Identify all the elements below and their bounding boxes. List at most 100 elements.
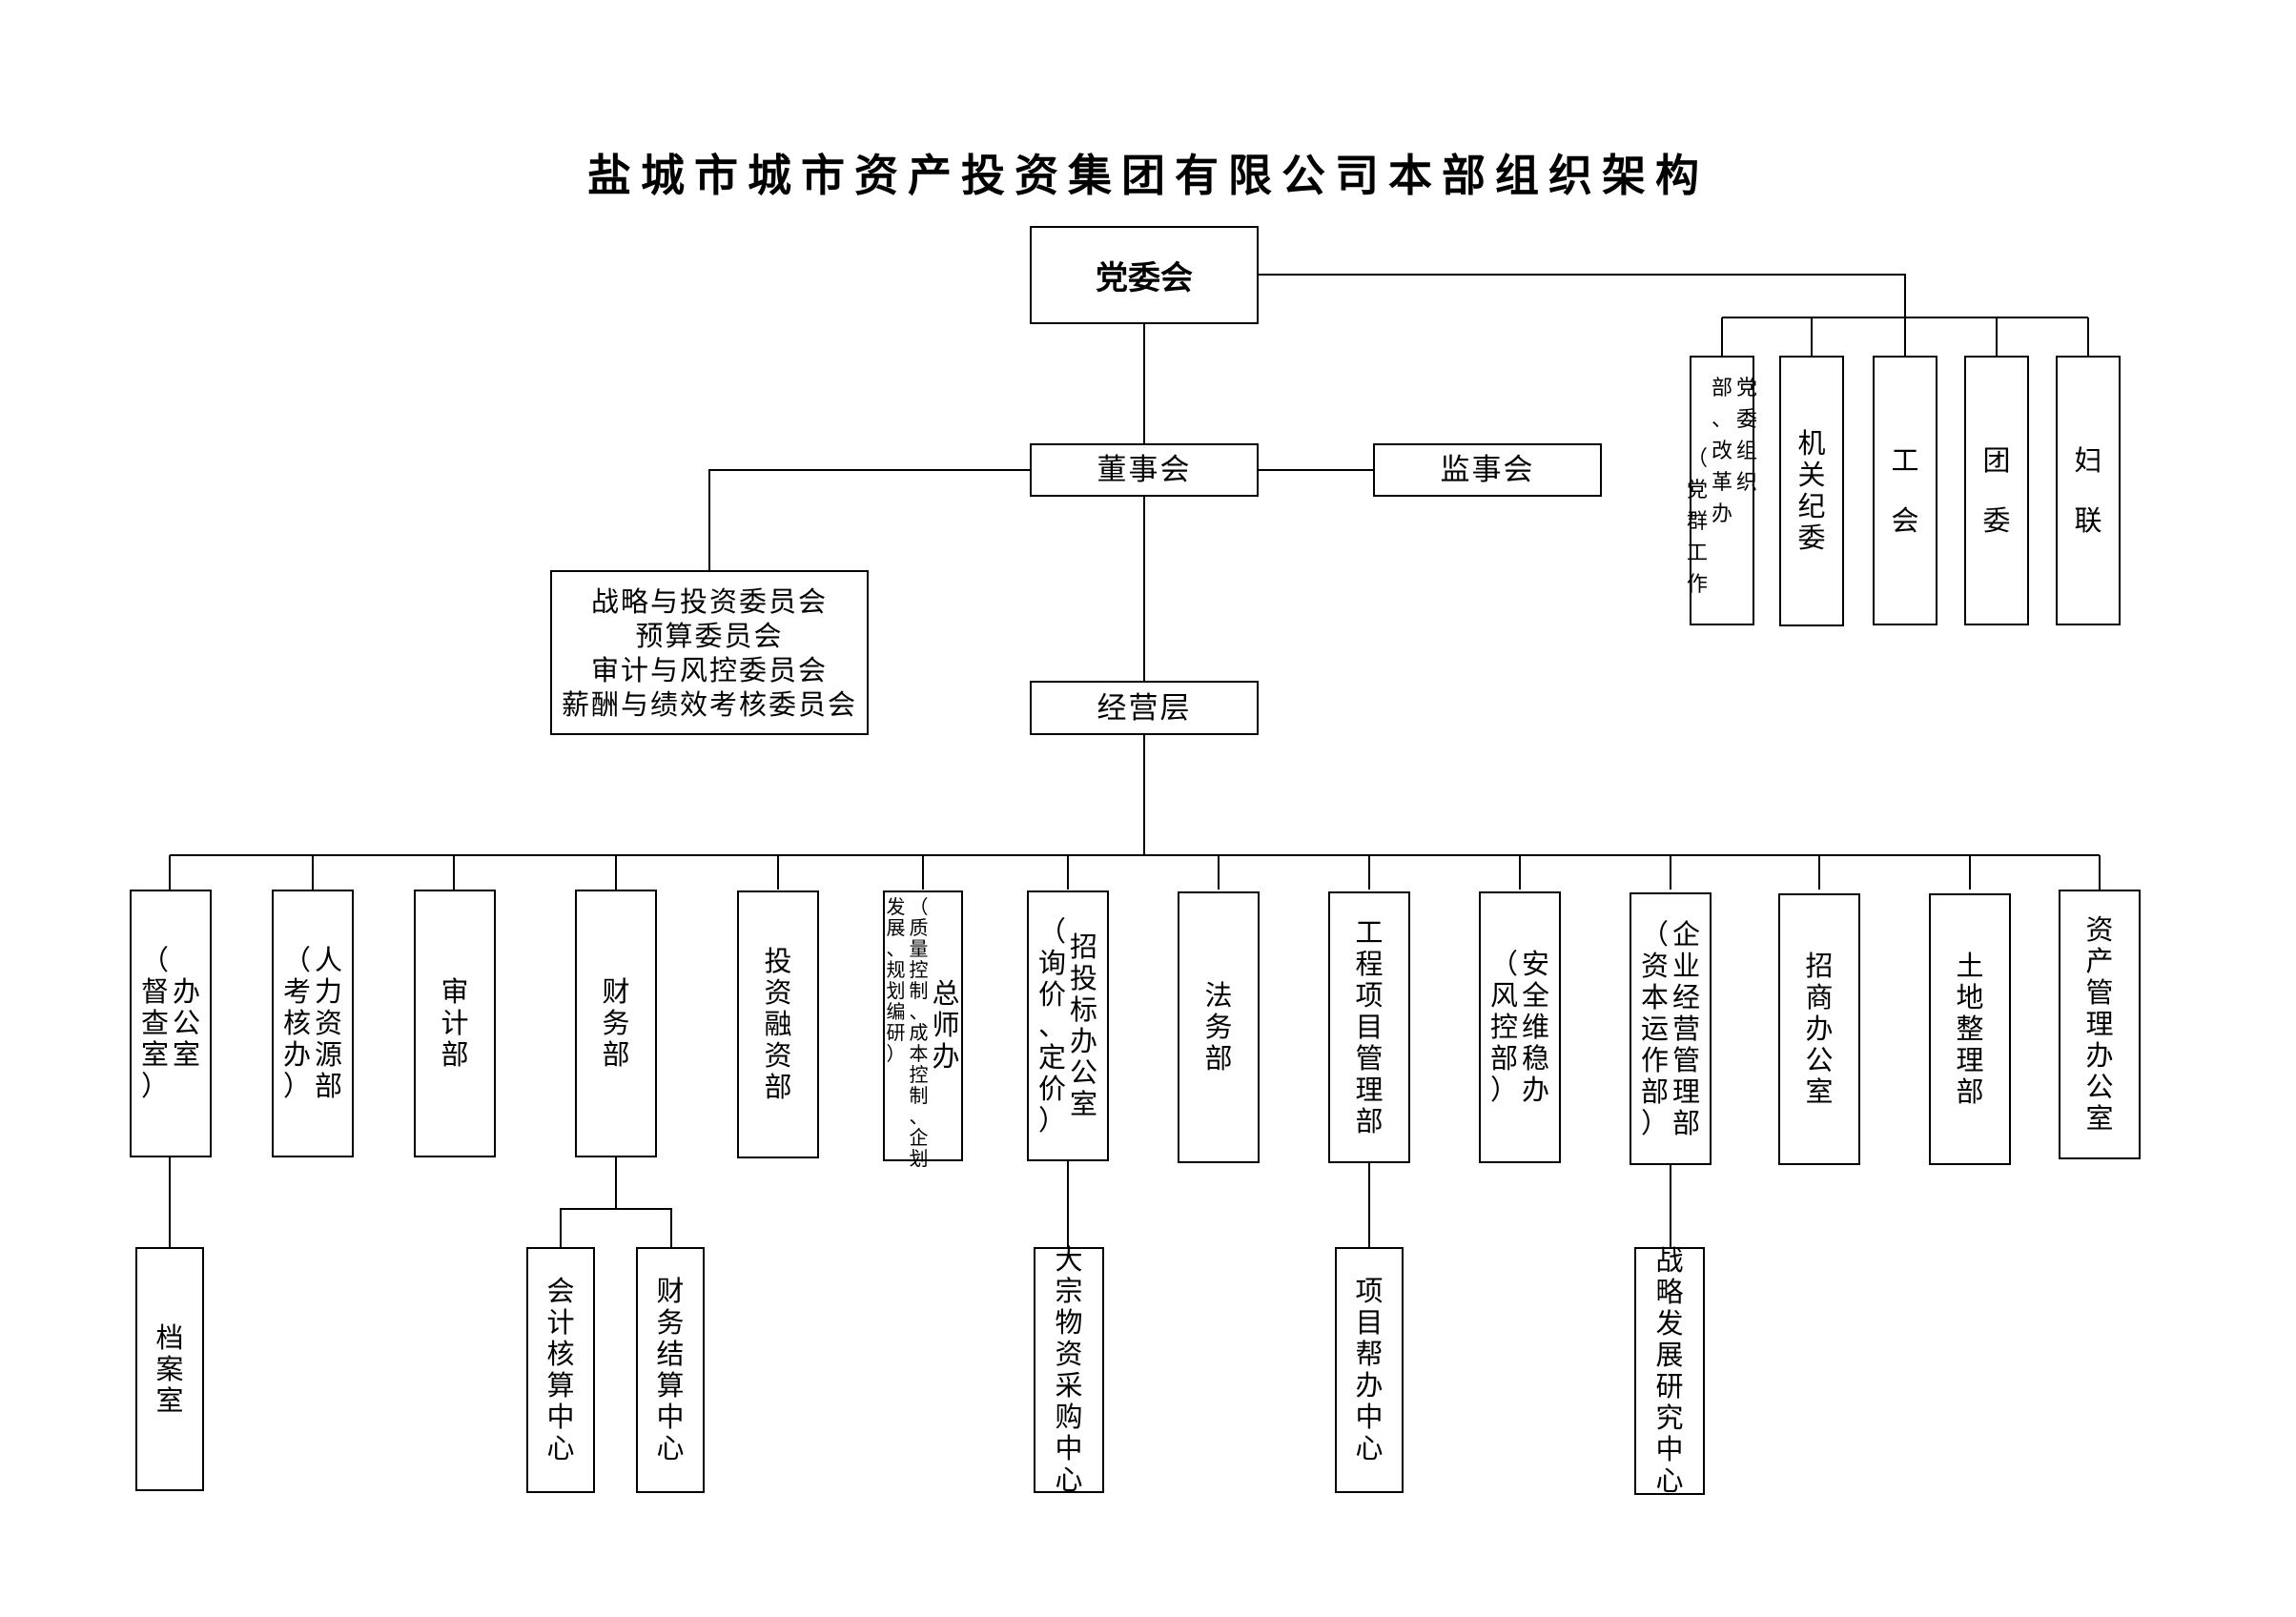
glyph: 办: [2085, 1039, 2114, 1072]
committee-strategy: 战略与投资委员会: [590, 584, 828, 618]
vtext: 发展、规划编研）: [887, 896, 906, 1064]
glyph: 人: [315, 944, 343, 976]
glyph: 土: [1956, 950, 1984, 982]
glyph: 目: [1355, 1306, 1384, 1339]
glyph: （: [909, 895, 929, 918]
glyph: 组: [1736, 440, 1758, 463]
glyph: 业: [1672, 949, 1701, 982]
glyph: 资: [764, 976, 792, 1009]
glyph: 部: [1204, 1042, 1233, 1075]
vtext: 安全维稳办: [1522, 949, 1549, 1106]
glyph: 总: [932, 977, 960, 1010]
glyph: ）: [1640, 1106, 1669, 1139]
glyph: 财: [656, 1275, 685, 1307]
glyph: 项: [1355, 1275, 1384, 1307]
glyph: 研: [1655, 1370, 1684, 1402]
board-box: 董事会: [1030, 443, 1259, 497]
glyph: 心: [1655, 1464, 1684, 1497]
vtext: 投资融资部: [764, 946, 791, 1103]
vtext: （询价、定价）: [1037, 915, 1066, 1136]
glyph: 目: [1355, 1011, 1384, 1043]
vtext: 资产管理办公室: [2085, 914, 2113, 1135]
glyph: 核: [282, 1007, 311, 1039]
glyph: 、: [909, 1105, 929, 1128]
vtext: 会计核算中心: [546, 1276, 574, 1464]
dept-office: 办公室 （督查室）: [130, 890, 212, 1157]
vtext: 党委组织: [1736, 373, 1757, 499]
glyph: 展: [886, 916, 906, 939]
glyph: 党: [1736, 377, 1758, 400]
glyph: 物: [1055, 1306, 1083, 1339]
glyph: 务: [602, 1007, 630, 1039]
dept-engineering: 工程项目管理部: [1328, 891, 1410, 1163]
glyph: 程: [1355, 948, 1384, 980]
glyph: 纪: [1797, 490, 1826, 522]
vtext: 工会: [1891, 444, 1919, 537]
glyph: 企: [1672, 917, 1701, 951]
dept-asset-management: 资产管理办公室: [2059, 890, 2141, 1159]
glyph: 价: [1037, 977, 1066, 1011]
glyph: 中: [1355, 1401, 1384, 1433]
committees-box: 战略与投资委员会 预算委员会 审计与风控委员会 薪酬与绩效考核委员会: [550, 570, 869, 735]
vtext: 招投标办公室: [1070, 931, 1097, 1120]
glyph: 委: [1797, 522, 1826, 554]
glyph: 会: [1891, 503, 1919, 537]
glyph: 心: [1055, 1463, 1083, 1496]
vtext: 大宗物资采购中心: [1055, 1244, 1082, 1496]
glyph: 机: [1797, 427, 1826, 460]
glyph: 办: [1805, 1013, 1834, 1045]
glyph: 究: [1655, 1402, 1684, 1434]
glyph: 中: [1055, 1432, 1083, 1464]
glyph: 控: [909, 958, 929, 981]
glyph: 质: [909, 916, 929, 939]
glyph: 部: [1956, 1075, 1984, 1108]
vtext: （党群工作: [1687, 443, 1708, 601]
glyph: 联: [2074, 503, 2102, 537]
supervisors-label: 监事会: [1440, 453, 1535, 487]
dept-investment-finance: 投资融资部: [737, 890, 819, 1158]
glyph: 定: [1037, 1040, 1066, 1074]
glyph: 革: [1712, 471, 1733, 495]
glyph: 部: [1640, 1075, 1669, 1108]
glyph: 招: [1070, 931, 1098, 963]
glyph: 工: [1686, 542, 1708, 565]
dept-hr: 人力资源部 （考核办）: [272, 890, 354, 1157]
glyph: 办: [173, 975, 201, 1008]
glyph: 商: [1805, 981, 1834, 1013]
glyph: 中: [656, 1401, 685, 1433]
vtext: 财务结算中心: [656, 1276, 684, 1464]
glyph: 部: [1672, 1106, 1701, 1139]
glyph: 宗: [1055, 1275, 1083, 1307]
vtext: 企业经营管理部: [1672, 917, 1701, 1139]
glyph: 作: [1640, 1043, 1669, 1076]
glyph: ）: [140, 1070, 169, 1102]
glyph: ）: [886, 1042, 906, 1065]
glyph: 控: [909, 1063, 929, 1086]
glyph: 本: [909, 1042, 929, 1065]
glyph: 心: [656, 1432, 685, 1464]
glyph: 整: [1956, 1013, 1984, 1045]
dept-land-consolidation: 土地整理部: [1929, 893, 2011, 1165]
glyph: 产: [2085, 945, 2114, 977]
sub-procurement-center: 大宗物资采购中心: [1034, 1244, 1104, 1496]
glyph: 投: [764, 945, 792, 977]
dept-investment-promotion: 招商办公室: [1778, 893, 1860, 1165]
glyph: 理: [1672, 1075, 1701, 1108]
glyph: 大: [1055, 1243, 1083, 1276]
glyph: 部: [315, 1070, 343, 1102]
glyph: 制: [909, 979, 929, 1002]
glyph: 管: [1672, 1043, 1701, 1076]
vtext: 土地整理部: [1956, 951, 1983, 1108]
party-org-women-federation: 妇联: [2056, 356, 2121, 625]
glyph: ）: [1037, 1103, 1066, 1136]
committee-compensation: 薪酬与绩效考核委员会: [561, 687, 857, 721]
glyph: 源: [315, 1038, 343, 1071]
vtext: （风控部）: [1490, 949, 1518, 1106]
glyph: 结: [656, 1338, 685, 1370]
sub-accounting-center: 会计核算中心: [526, 1247, 595, 1493]
glyph: 价: [1037, 1072, 1066, 1105]
glyph: 安: [1522, 948, 1550, 980]
glyph: 理: [1355, 1074, 1384, 1106]
glyph: 管: [2085, 976, 2114, 1009]
